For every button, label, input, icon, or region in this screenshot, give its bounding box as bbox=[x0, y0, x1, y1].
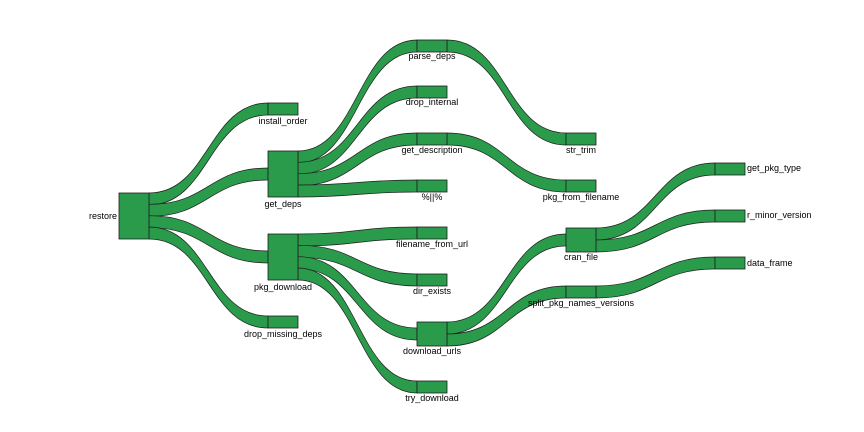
node-str_trim[interactable] bbox=[565, 132, 597, 146]
node-label-split_pkg_names_versions: split_pkg_names_versions bbox=[528, 298, 635, 308]
node-install_order[interactable] bbox=[267, 102, 299, 116]
node-try_download[interactable] bbox=[416, 380, 448, 394]
node-label-r_minor_version: r_minor_version bbox=[747, 210, 812, 220]
node-label-try_download: try_download bbox=[405, 393, 459, 403]
node-parse_deps[interactable] bbox=[416, 39, 448, 53]
node-get_pkg_type[interactable] bbox=[714, 162, 746, 176]
node-cran_file[interactable] bbox=[565, 227, 597, 253]
node-label-download_urls: download_urls bbox=[403, 346, 462, 356]
node-split_pkg_names_versions[interactable] bbox=[565, 285, 597, 299]
node-label-restore: restore bbox=[89, 211, 117, 221]
node-get_deps[interactable] bbox=[267, 150, 299, 198]
node-label-dir_exists: dir_exists bbox=[413, 286, 452, 296]
node-label-pkg_from_filename: pkg_from_filename bbox=[543, 192, 620, 202]
link-split_pkg_names_versions-to-data_frame bbox=[595, 256, 716, 299]
node-drop_missing_deps[interactable] bbox=[267, 315, 299, 329]
node-label-cran_file: cran_file bbox=[564, 252, 598, 262]
node-label-parse_deps: parse_deps bbox=[408, 51, 456, 61]
node-download_urls[interactable] bbox=[416, 321, 448, 347]
link-parse_deps-to-str_trim bbox=[446, 39, 567, 146]
node-r_minor_version[interactable] bbox=[714, 209, 746, 223]
node-pkg_from_filename[interactable] bbox=[565, 179, 597, 193]
node-pct[interactable] bbox=[416, 179, 448, 193]
node-filename_from_url[interactable] bbox=[416, 226, 448, 240]
node-label-str_trim: str_trim bbox=[566, 145, 596, 155]
node-drop_internal[interactable] bbox=[416, 85, 448, 99]
node-label-pct: %||% bbox=[422, 192, 443, 202]
node-label-install_order: install_order bbox=[258, 116, 307, 126]
link-download_urls-to-split_pkg_names_versions bbox=[446, 285, 567, 347]
node-label-get_deps: get_deps bbox=[264, 199, 302, 209]
node-label-get_description: get_description bbox=[401, 145, 462, 155]
node-pkg_download[interactable] bbox=[267, 233, 299, 281]
nodes-layer bbox=[118, 39, 746, 394]
node-label-drop_internal: drop_internal bbox=[406, 97, 459, 107]
node-dir_exists[interactable] bbox=[416, 273, 448, 287]
node-label-filename_from_url: filename_from_url bbox=[396, 239, 468, 249]
node-label-get_pkg_type: get_pkg_type bbox=[747, 163, 801, 173]
node-label-drop_missing_deps: drop_missing_deps bbox=[244, 329, 323, 339]
node-label-pkg_download: pkg_download bbox=[254, 282, 312, 292]
node-restore[interactable] bbox=[118, 192, 150, 240]
node-label-data_frame: data_frame bbox=[747, 258, 793, 268]
node-data_frame[interactable] bbox=[714, 256, 746, 270]
node-get_description[interactable] bbox=[416, 132, 448, 146]
labels-layer: restore install_order get_deps pkg_download… bbox=[89, 51, 812, 403]
